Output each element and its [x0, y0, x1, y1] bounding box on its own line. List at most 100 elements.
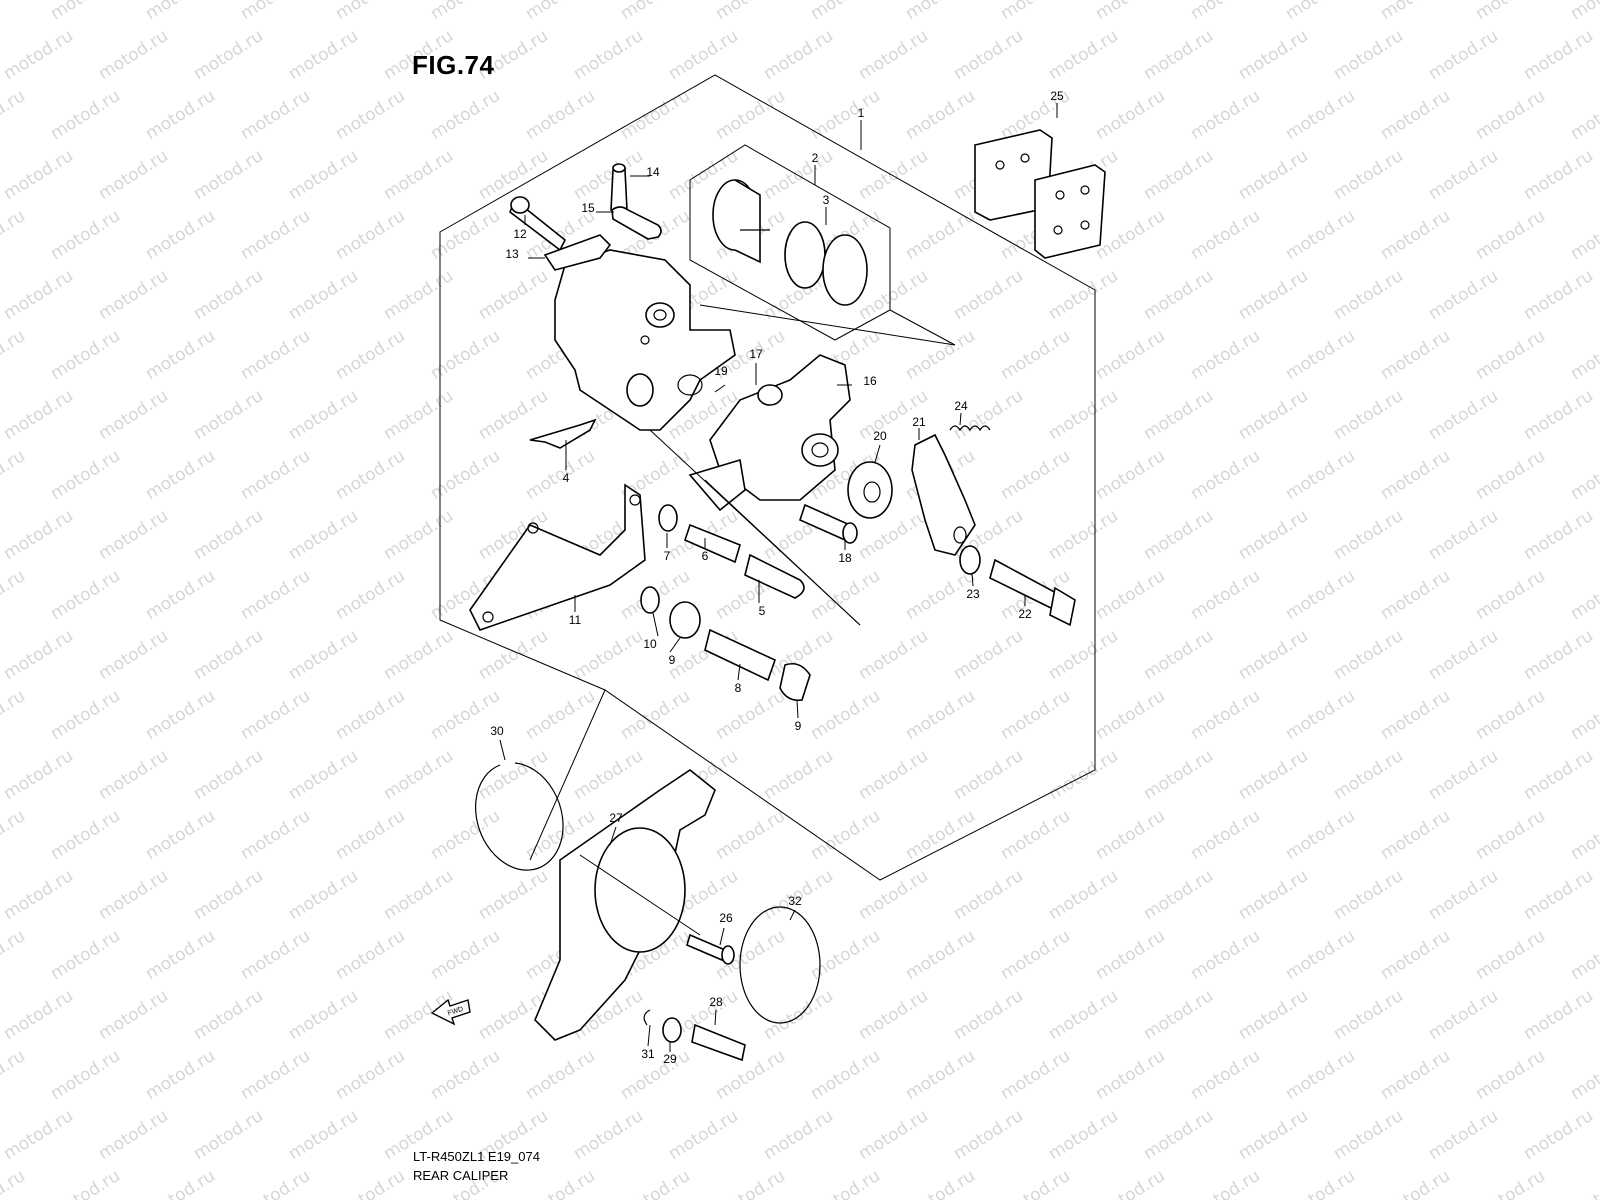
watermark-text: motod.ru	[285, 506, 362, 564]
return-spring	[949, 425, 991, 432]
watermark-text: motod.ru	[237, 446, 314, 504]
watermark-text: motod.ru	[1520, 746, 1597, 804]
watermark-text: motod.ru	[1330, 146, 1407, 204]
watermark-text: motod.ru	[712, 1046, 789, 1104]
watermark-text: motod.ru	[237, 926, 314, 984]
watermark-text: motod.ru	[950, 26, 1027, 84]
watermark-text: motod.ru	[1045, 26, 1122, 84]
watermark-text: motod.ru	[285, 746, 362, 804]
watermark-text: motod.ru	[902, 0, 979, 24]
watermark-text: motod.ru	[1330, 986, 1407, 1044]
watermark-text: motod.ru	[902, 86, 979, 144]
watermark-text: motod.ru	[1472, 0, 1549, 24]
bolt-12	[509, 196, 567, 252]
watermark-text: motod.ru	[1140, 626, 1217, 684]
watermark-text: motod.ru	[190, 506, 267, 564]
watermark-text: motod.ru	[237, 1046, 314, 1104]
watermark-text: motod.ru	[522, 1166, 599, 1200]
watermark-text: motod.ru	[1140, 746, 1217, 804]
watermark-text: motod.ru	[1045, 746, 1122, 804]
callout-27: 27	[609, 811, 623, 825]
watermark-text: motod.ru	[1472, 1166, 1549, 1200]
watermark-text: motod.ru	[1472, 566, 1549, 624]
watermark-text: motod.ru	[190, 1106, 267, 1164]
watermark-text: motod.ru	[0, 746, 77, 804]
watermark-text: motod.ru	[855, 746, 932, 804]
watermark-text: motod.ru	[1520, 266, 1597, 324]
watermark-text: motod.ru	[997, 326, 1074, 384]
watermark-text: motod.ru	[95, 26, 172, 84]
watermark-text: motod.ru	[570, 746, 647, 804]
watermark-text: motod.ru	[1187, 86, 1264, 144]
boot-9b	[779, 662, 811, 702]
watermark-text: motod.ru	[475, 866, 552, 924]
watermark-text: motod.ru	[142, 806, 219, 864]
watermark-text: motod.ru	[1425, 986, 1502, 1044]
watermark-text: motod.ru	[95, 866, 172, 924]
watermark-text: motod.ru	[142, 566, 219, 624]
watermark-text: motod.ru	[1282, 686, 1359, 744]
clip-31	[643, 1009, 651, 1026]
callout-30: 30	[490, 724, 504, 738]
callout-9b: 9	[795, 719, 802, 733]
watermark-text: motod.ru	[285, 626, 362, 684]
watermark-text: motod.ru	[1425, 746, 1502, 804]
watermark-text: motod.ru	[142, 446, 219, 504]
watermark-text: motod.ru	[427, 446, 504, 504]
watermark-text: motod.ru	[1330, 866, 1407, 924]
watermark-text: motod.ru	[1472, 86, 1549, 144]
watermark-text: motod.ru	[0, 86, 29, 144]
watermark-text: motod.ru	[522, 86, 599, 144]
callout-28: 28	[709, 995, 723, 1009]
watermark-text: motod.ru	[1377, 86, 1454, 144]
watermark-text: motod.ru	[0, 566, 29, 624]
watermark-text: motod.ru	[332, 686, 409, 744]
watermark-text: motod.ru	[1235, 986, 1312, 1044]
watermark-text: motod.ru	[807, 1046, 884, 1104]
watermark-text: motod.ru	[142, 86, 219, 144]
watermark-text: motod.ru	[855, 1106, 932, 1164]
watermark-text: motod.ru	[0, 146, 77, 204]
watermark-text: motod.ru	[1425, 266, 1502, 324]
pin-5	[744, 553, 805, 599]
watermark-text: motod.ru	[1567, 686, 1600, 744]
watermark-text: motod.ru	[237, 1166, 314, 1200]
watermark-text: motod.ru	[95, 1106, 172, 1164]
watermark-text: motod.ru	[665, 26, 742, 84]
watermark-text: motod.ru	[1235, 266, 1312, 324]
watermark-text: motod.ru	[1377, 326, 1454, 384]
watermark-text: motod.ru	[47, 926, 124, 984]
watermark-text: motod.ru	[0, 26, 77, 84]
forward-arrow-label: FWD	[447, 1006, 464, 1018]
watermark-text: motod.ru	[427, 926, 504, 984]
watermark-text: motod.ru	[1567, 806, 1600, 864]
watermark-text: motod.ru	[1187, 326, 1264, 384]
watermark-text: motod.ru	[285, 26, 362, 84]
assembly-outline	[439, 74, 1096, 881]
callout-20: 20	[873, 429, 887, 443]
watermark-text: motod.ru	[1092, 86, 1169, 144]
watermark-text: motod.ru	[1235, 146, 1312, 204]
watermark-text: motod.ru	[522, 1046, 599, 1104]
watermark-text: motod.ru	[1330, 746, 1407, 804]
watermark-text: motod.ru	[380, 626, 457, 684]
watermark-text: motod.ru	[190, 26, 267, 84]
watermark-text: motod.ru	[760, 986, 837, 1044]
watermark-text: motod.ru	[285, 146, 362, 204]
watermark-text: motod.ru	[427, 326, 504, 384]
watermark-text: motod.ru	[1045, 1106, 1122, 1164]
lock-plate-13	[543, 234, 612, 271]
piston	[712, 179, 770, 264]
watermark-text: motod.ru	[47, 806, 124, 864]
watermark-text: motod.ru	[142, 326, 219, 384]
watermark-text: motod.ru	[332, 0, 409, 24]
watermark-text: motod.ru	[190, 866, 267, 924]
watermark-text: motod.ru	[1567, 1046, 1600, 1104]
watermark-text: motod.ru	[1520, 626, 1597, 684]
watermark-text: motod.ru	[1092, 206, 1169, 264]
watermark-text: motod.ru	[47, 326, 124, 384]
watermark-text: motod.ru	[950, 866, 1027, 924]
watermark-text: motod.ru	[950, 1106, 1027, 1164]
watermark-text: motod.ru	[332, 1166, 409, 1200]
